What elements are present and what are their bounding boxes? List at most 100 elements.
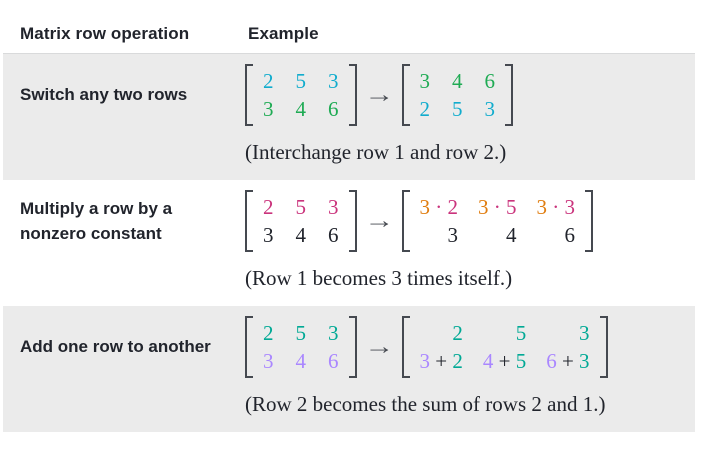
matrix-token: 5 (295, 195, 307, 219)
matrix-cell: 2 (263, 67, 274, 95)
matrix-token: 4 (506, 223, 517, 247)
matrix-token: 2 (447, 195, 459, 219)
matrix-token: 5 (452, 97, 463, 121)
matrix-cell: 3 (263, 221, 274, 249)
matrix-cell: 3 (420, 221, 459, 249)
bracket-left-icon (401, 190, 410, 252)
matrix-cell: 6 + 3 (546, 347, 589, 375)
matrix-cell: 3 (546, 319, 590, 347)
bracket-right-icon (505, 64, 513, 126)
matrix-cell: 2 (420, 319, 463, 347)
matrix-cell: 3 · 2 (420, 193, 459, 221)
bracket-left-icon (245, 316, 253, 378)
matrix-token: 3 (263, 223, 274, 247)
matrix-token: · (430, 195, 448, 219)
matrix-token: 3 (536, 195, 548, 219)
matrix-token: 3 (419, 195, 431, 219)
matrix-token: 2 (452, 349, 463, 373)
example-caption: (Row 2 becomes the sum of rows 2 and 1.) (245, 392, 606, 416)
bracket-left-icon (245, 64, 253, 126)
matrix-token: 3 (478, 195, 489, 219)
matrix-token: 5 (515, 349, 527, 373)
row-label: Add one row to another (20, 337, 211, 357)
matrix-cell: 5 (483, 319, 527, 347)
header-row: Matrix row operation Example (0, 0, 707, 53)
matrix-token: 3 (579, 321, 590, 345)
matrix-token: · (488, 195, 506, 219)
example-caption: (Row 1 becomes 3 times itself.) (245, 266, 513, 290)
matrix-token: 5 (515, 321, 527, 345)
matrix-token: 6 (546, 349, 557, 373)
matrix-cell: 5 (296, 193, 307, 221)
matrix-token: 2 (263, 321, 274, 345)
matrix-token: 2 (263, 195, 274, 219)
matrix-token: + (493, 349, 516, 373)
matrix-cell: 3 (263, 95, 274, 123)
matrix-cell: 6 (537, 221, 576, 249)
matrix-token: 4 (482, 349, 494, 373)
matrix-cell: 5 (296, 67, 307, 95)
matrix-token: + (556, 349, 580, 373)
matrix-token: 3 (328, 69, 339, 93)
matrix-cell: 2 (263, 193, 274, 221)
bracket-right-icon (348, 316, 357, 378)
matrix-cell: 3 + 2 (420, 347, 463, 375)
matrix-token: 3 (447, 223, 459, 247)
matrix-cell: 3 (328, 67, 339, 95)
matrix-cell: 4 (478, 221, 517, 249)
matrix-cell: 3 (328, 193, 339, 221)
matrix-token: 6 (328, 97, 339, 121)
matrix-token: 6 (484, 69, 496, 93)
matrix-cell: 6 (328, 221, 339, 249)
right-arrow-icon: → (364, 208, 394, 233)
matrix-token: 2 (419, 97, 431, 121)
bracket-right-icon (348, 64, 357, 126)
matrix-cell: 3 (328, 319, 339, 347)
matrix-token: 2 (452, 321, 463, 345)
matrix-cell: 3 (420, 67, 431, 95)
bracket-left-icon (401, 64, 410, 126)
matrix-cell: 4 (296, 347, 307, 375)
matrix-token: · (547, 195, 565, 219)
matrix-token: 3 (328, 195, 339, 219)
matrix-cell: 4 (296, 95, 307, 123)
matrix-token: 6 (328, 349, 339, 373)
header-col-operation: Matrix row operation (20, 24, 190, 43)
matrix-token: 4 (452, 69, 463, 93)
matrix-token: 2 (263, 69, 274, 93)
matrix-token: 4 (295, 349, 307, 373)
bracket-right-icon (599, 316, 608, 378)
matrix-token: 5 (295, 69, 307, 93)
right-arrow-icon: → (364, 334, 394, 359)
matrix-token: 3 (579, 349, 590, 373)
